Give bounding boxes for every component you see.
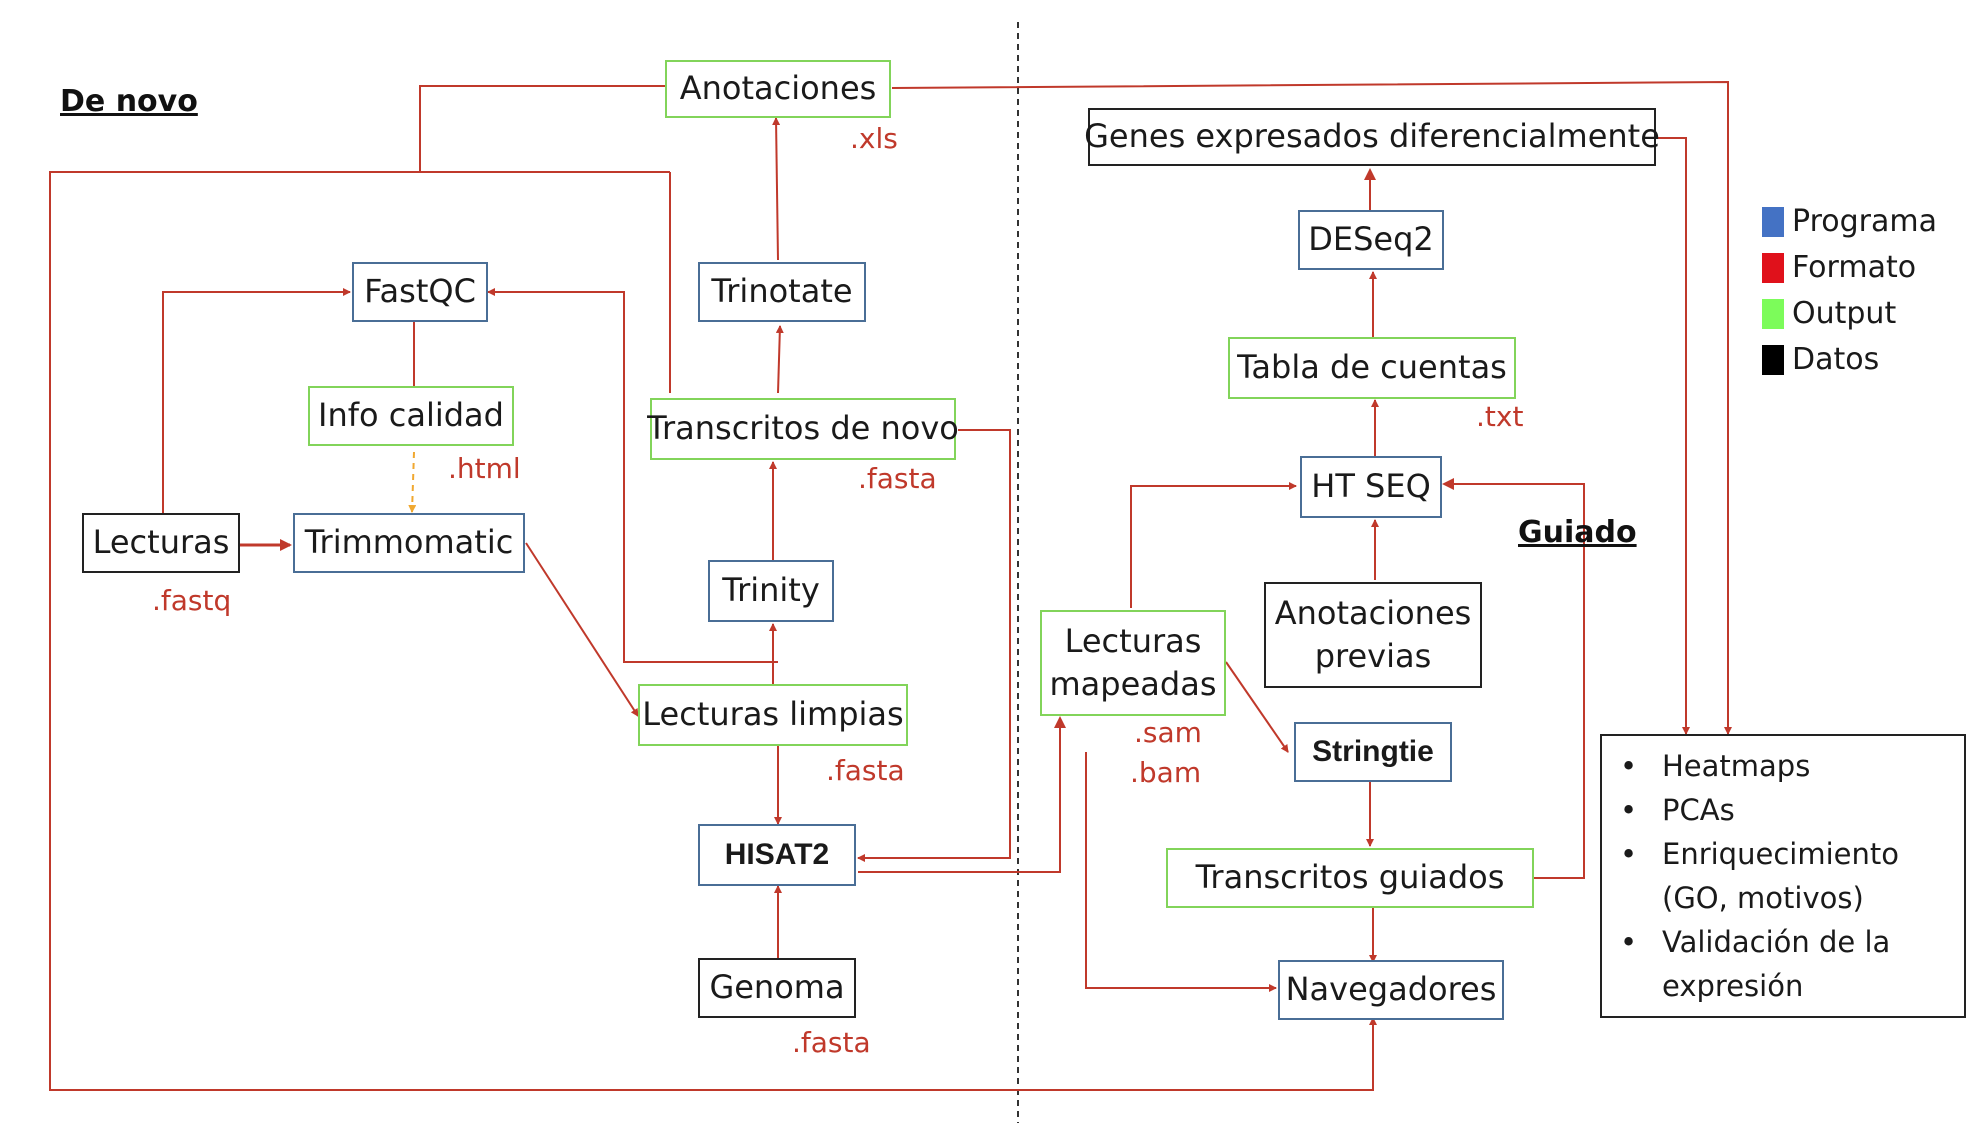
outputs-item-enriquecimiento-line1: Enriquecimiento [1662,837,1899,871]
outputs-item-validacion-line2: expresión [1662,969,1804,1003]
outputs-item-heatmaps: Heatmaps [1620,744,1950,788]
node-lecturas-mapeadas: Lecturas mapeadas [1040,610,1226,716]
legend-label-output: Output [1792,296,1897,331]
arrow-limpias-fastqc [487,288,778,663]
node-trinity: Trinity [708,560,834,622]
outputs-item-validacion-word3: la [1864,925,1891,959]
node-navegadores: Navegadores [1278,960,1504,1020]
node-hisat2: HISAT2 [698,824,856,886]
legend-swatch-formato [1762,252,1784,283]
node-trinotate: Trinotate [698,262,866,322]
node-anotaciones: Anotaciones [665,60,891,118]
outputs-item-enriquecimiento-line2: (GO, motivos) [1662,881,1864,915]
arrow-mapeadas-navegadores [1085,752,1277,992]
arrow-mapeadas-htseq [1130,482,1297,608]
legend-item-datos: Datos [1762,342,1879,377]
format-bam: .bam [1130,756,1202,789]
arrow-mapeadas-stringtie [1225,661,1289,753]
node-anotaciones-previas-line1: Anotaciones [1274,593,1472,632]
arrow-lecturas-fastqc [162,288,351,515]
arrow-anotaciones-outputs [891,80,1732,735]
legend-label-datos: Datos [1792,342,1880,377]
outputs-item-validacion: Validación de la expresión [1620,920,1950,1008]
format-fasta-genoma: .fasta [792,1026,871,1059]
arrow-genes-outputs [1658,137,1690,735]
node-lecturas-mapeadas-line1: Lecturas [1064,621,1202,660]
line-big-loop [49,171,1377,1091]
format-fasta-limpias: .fasta [826,754,905,787]
node-transcritos-guiados: Transcritos guiados [1166,848,1534,908]
arrow-transcritos-trinotate [775,325,784,394]
node-fastqc: FastQC [352,262,488,322]
section-title-guiado: Guiado [1518,515,1637,550]
outputs-item-validacion-word2: de [1819,925,1856,959]
outputs-list: Heatmaps PCAs Enriquecimiento (GO, motiv… [1620,744,1950,1008]
node-trimmomatic: Trimmomatic [293,513,525,573]
node-lecturas-limpias: Lecturas limpias [638,684,908,746]
arrow-guiados-htseq [1442,478,1585,879]
node-info-calidad: Info calidad [308,386,514,446]
format-txt: .txt [1476,400,1524,433]
node-genes-expresados: Genes expresados diferencialmente [1084,108,1660,166]
line-anotaciones-left [419,85,665,172]
node-deseq2: DESeq2 [1298,210,1444,270]
legend-item-formato: Formato [1762,250,1916,285]
node-transcritos-de-novo: Transcritos de novo [647,398,959,460]
format-fastq: .fastq [152,584,232,617]
node-stringtie: Stringtie [1294,722,1452,782]
arrow-transcritos-hisat2 [857,429,1011,862]
node-tabla-de-cuentas: Tabla de cuentas [1228,337,1516,399]
node-lecturas-mapeadas-line2: mapeadas [1049,665,1217,703]
outputs-item-validacion-word1: Validación [1662,925,1810,959]
legend-label-formato: Formato [1792,250,1917,285]
node-ht-seq: HT SEQ [1300,456,1442,518]
format-html: .html [448,452,521,485]
section-title-de-novo: De novo [60,84,198,119]
arrow-info-trimmomatic [408,451,417,513]
format-xls: .xls [850,122,898,155]
arrow-trimmomatic-limpias [525,542,639,717]
node-anotaciones-previas: Anotaciones previas [1264,582,1482,688]
legend-label-programa: Programa [1792,204,1937,239]
format-sam: .sam [1134,716,1202,749]
legend-swatch-datos [1762,344,1784,375]
legend-item-programa: Programa [1762,204,1937,239]
outputs-item-validacion-line1: Validación de la [1662,920,1950,964]
legend: Programa Formato Output Datos [1762,204,1962,384]
node-lecturas: Lecturas [82,513,240,573]
legend-item-output: Output [1762,296,1896,331]
legend-swatch-output [1762,298,1784,329]
outputs-item-pcas: PCAs [1620,788,1950,832]
format-fasta-transcritos: .fasta [858,462,937,495]
node-anotaciones-previas-line2: previas [1314,637,1432,675]
node-genoma: Genoma [698,958,856,1018]
arrow-hisat2-mapeadas [858,716,1066,873]
outputs-item-enriquecimiento: Enriquecimiento (GO, motivos) [1620,832,1950,920]
outputs-box: Heatmaps PCAs Enriquecimiento (GO, motiv… [1600,734,1966,1018]
arrow-trinotate-anotaciones [772,117,781,261]
legend-swatch-programa [1762,206,1784,237]
